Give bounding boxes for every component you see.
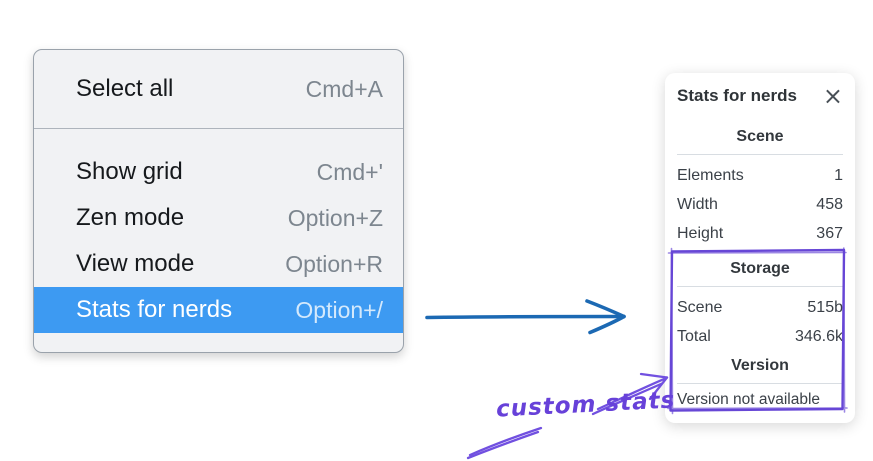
stat-value: 367: [816, 225, 843, 242]
stat-label: Scene: [677, 299, 723, 316]
menu-item-label: Zen mode: [76, 204, 185, 231]
stat-value: 346.6k: [794, 328, 843, 345]
menu-item-select-all[interactable]: Select all Cmd+A: [34, 66, 403, 112]
version-status-text: Version not available: [677, 391, 821, 408]
menu-item-view-mode[interactable]: View mode Option+R: [34, 241, 403, 287]
menu-divider: [34, 128, 403, 129]
section-divider: [677, 383, 843, 384]
stat-row-elements: Elements 1: [677, 161, 843, 190]
stat-value: 1: [834, 167, 843, 184]
custom-stats-arrow-drawing[interactable]: [455, 362, 685, 460]
menu-item-shortcut: Option+R: [285, 250, 383, 277]
stat-label: Width: [677, 196, 718, 213]
stat-row-scene-storage: Scene 515b: [677, 293, 843, 322]
menu-item-shortcut: Option+/: [295, 296, 383, 323]
close-icon[interactable]: ×: [822, 82, 843, 110]
context-menu: Select all Cmd+A Show grid Cmd+' Zen mod…: [33, 49, 404, 353]
section-title-scene: Scene: [736, 128, 784, 145]
menu-item-label: Stats for nerds: [76, 296, 233, 323]
menu-item-zen-mode[interactable]: Zen mode Option+Z: [34, 195, 403, 241]
menu-item-shortcut: Cmd+': [316, 158, 383, 185]
menu-item-label: Select all: [76, 75, 174, 102]
menu-section-bottom: Show grid Cmd+' Zen mode Option+Z View m…: [34, 129, 403, 352]
menu-item-label: Show grid: [76, 158, 183, 185]
section-divider: [677, 286, 843, 287]
stat-value: 458: [816, 196, 843, 213]
menu-item-label: View mode: [76, 250, 195, 277]
stat-label: Total: [677, 328, 711, 345]
menu-item-show-grid[interactable]: Show grid Cmd+': [34, 149, 403, 195]
stat-label: Elements: [677, 167, 744, 184]
stat-label: Height: [677, 225, 724, 242]
section-divider: [677, 154, 843, 155]
stat-value: 515b: [807, 299, 843, 316]
section-title-version: Version: [731, 357, 789, 374]
menu-item-shortcut: Option+Z: [287, 204, 383, 231]
section-title-storage: Storage: [730, 260, 790, 277]
stats-panel-title: Stats for nerds: [677, 86, 797, 105]
menu-item-shortcut: Cmd+A: [305, 75, 383, 102]
blue-arrow-drawing[interactable]: [420, 296, 635, 338]
menu-item-stats-for-nerds[interactable]: Stats for nerds Option+/: [34, 287, 403, 333]
menu-section-top: Select all Cmd+A: [34, 50, 403, 128]
stat-row-width: Width 458: [677, 190, 843, 219]
stat-row-total-storage: Total 346.6k: [677, 322, 843, 351]
stats-panel: Stats for nerds × Scene Elements 1 Width…: [665, 73, 855, 423]
stat-row-height: Height 367: [677, 219, 843, 248]
stats-panel-header: Stats for nerds ×: [677, 82, 843, 110]
